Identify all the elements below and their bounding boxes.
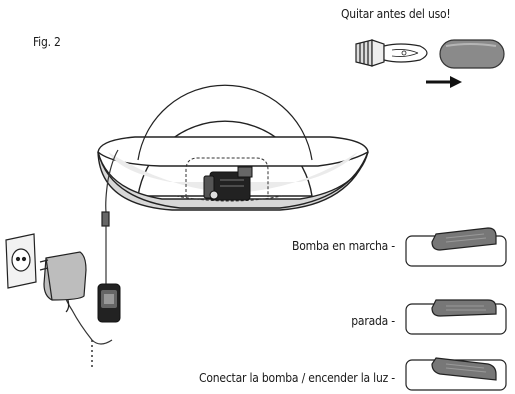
power-adapter-icon xyxy=(39,251,87,313)
switch-state-label-running: Bomba en marcha - xyxy=(292,239,395,253)
switch-stopped-icon xyxy=(405,299,507,335)
protective-cap-icon xyxy=(439,39,505,69)
switch-state-label-connect: Conectar la bomba / encender la luz - xyxy=(198,371,395,385)
inline-switch-icon xyxy=(97,283,121,323)
figure-label: Fig. 2 xyxy=(33,35,61,49)
halogen-bulb-icon xyxy=(355,39,428,67)
switch-state-label-stopped: parada - xyxy=(351,314,395,328)
arrow-right-icon xyxy=(426,76,462,88)
switch-connect-icon xyxy=(405,357,507,391)
switch-running-icon xyxy=(405,227,507,267)
pump-icon xyxy=(175,157,283,202)
remove-before-use-note: Quitar antes del uso! xyxy=(341,7,451,21)
power-cable xyxy=(63,149,119,370)
wall-socket-icon xyxy=(5,233,37,289)
